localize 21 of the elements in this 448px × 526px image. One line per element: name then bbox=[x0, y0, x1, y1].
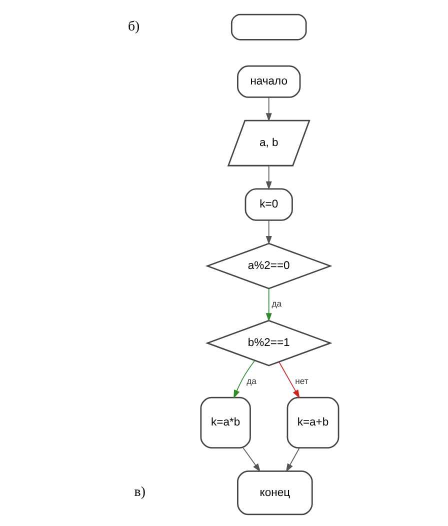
edge-label: да bbox=[271, 298, 282, 309]
node-diamond: a%2==0 bbox=[204, 242, 332, 290]
arrow bbox=[265, 165, 272, 190]
arrow bbox=[285, 447, 300, 472]
node-box bbox=[230, 14, 306, 40]
node-box: k=a+b bbox=[286, 396, 339, 448]
arrow bbox=[265, 96, 272, 122]
node-box: начало bbox=[236, 65, 300, 98]
label: б) bbox=[128, 18, 140, 34]
arrow bbox=[278, 362, 300, 398]
arrow bbox=[265, 288, 272, 322]
node-diamond: b%2==1 bbox=[204, 320, 332, 366]
arrow bbox=[233, 360, 255, 399]
node-box: k=a*b bbox=[200, 396, 250, 448]
node-box: k=0 bbox=[244, 188, 292, 221]
arrow bbox=[242, 447, 260, 472]
node-box: конец bbox=[236, 470, 312, 516]
arrow bbox=[265, 220, 272, 245]
edge-label: нет bbox=[294, 376, 308, 386]
edge-label: да bbox=[246, 376, 256, 386]
label: в) bbox=[134, 484, 145, 500]
